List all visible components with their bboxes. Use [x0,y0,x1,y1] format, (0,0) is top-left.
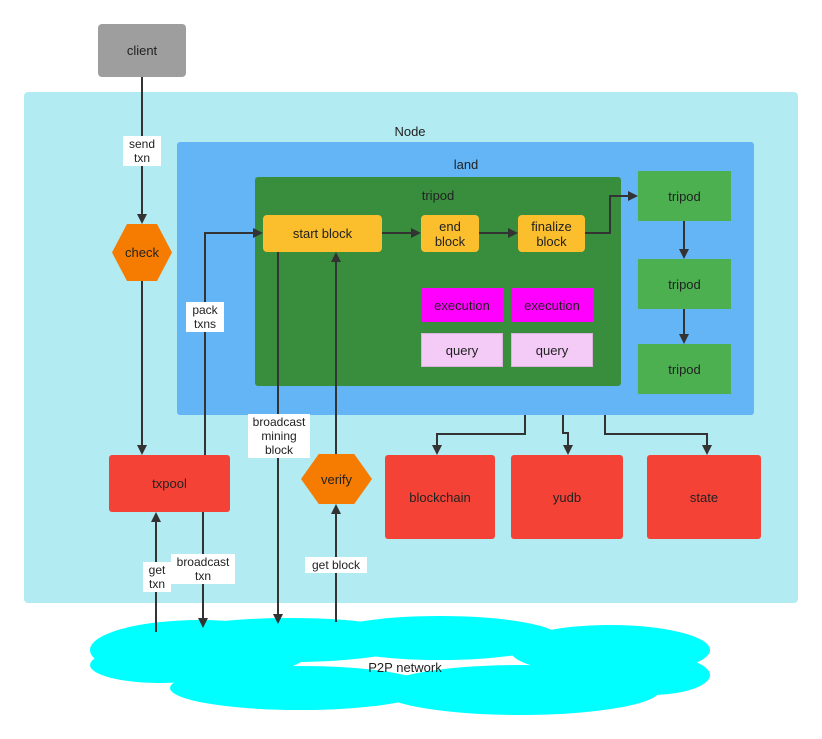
query-box-1: query [421,333,503,367]
verify-node: verify [301,454,372,504]
label-pack-txns: pack txns [186,302,224,332]
state-box: state [647,455,761,539]
node-label: Node [394,124,426,139]
land-label: land [453,157,479,172]
execution-box-1: execution [421,288,503,322]
blockchain-box: blockchain [385,455,495,539]
end-block-box: end block [421,215,479,252]
tripod-box-1: tripod [638,171,731,221]
tripod-box-2: tripod [638,259,731,309]
finalize-block-box: finalize block [518,215,585,252]
client-box: client [98,24,186,77]
check-node: check [112,224,172,281]
tripod-box-3: tripod [638,344,731,394]
label-get-block: get block [305,557,367,573]
label-broadcast-mining-block: broadcast mining block [248,414,310,458]
label-get-txn: get txn [143,562,171,592]
label-send-txn: send txn [123,136,161,166]
execution-box-2: execution [511,288,593,322]
query-box-2: query [511,333,593,367]
tripod-container-label: tripod [421,188,455,203]
start-block-box: start block [263,215,382,252]
txpool-box: txpool [109,455,230,512]
yudb-box: yudb [511,455,623,539]
p2p-network-label: P2P network [368,660,442,675]
label-broadcast-txn: broadcast txn [171,554,235,584]
